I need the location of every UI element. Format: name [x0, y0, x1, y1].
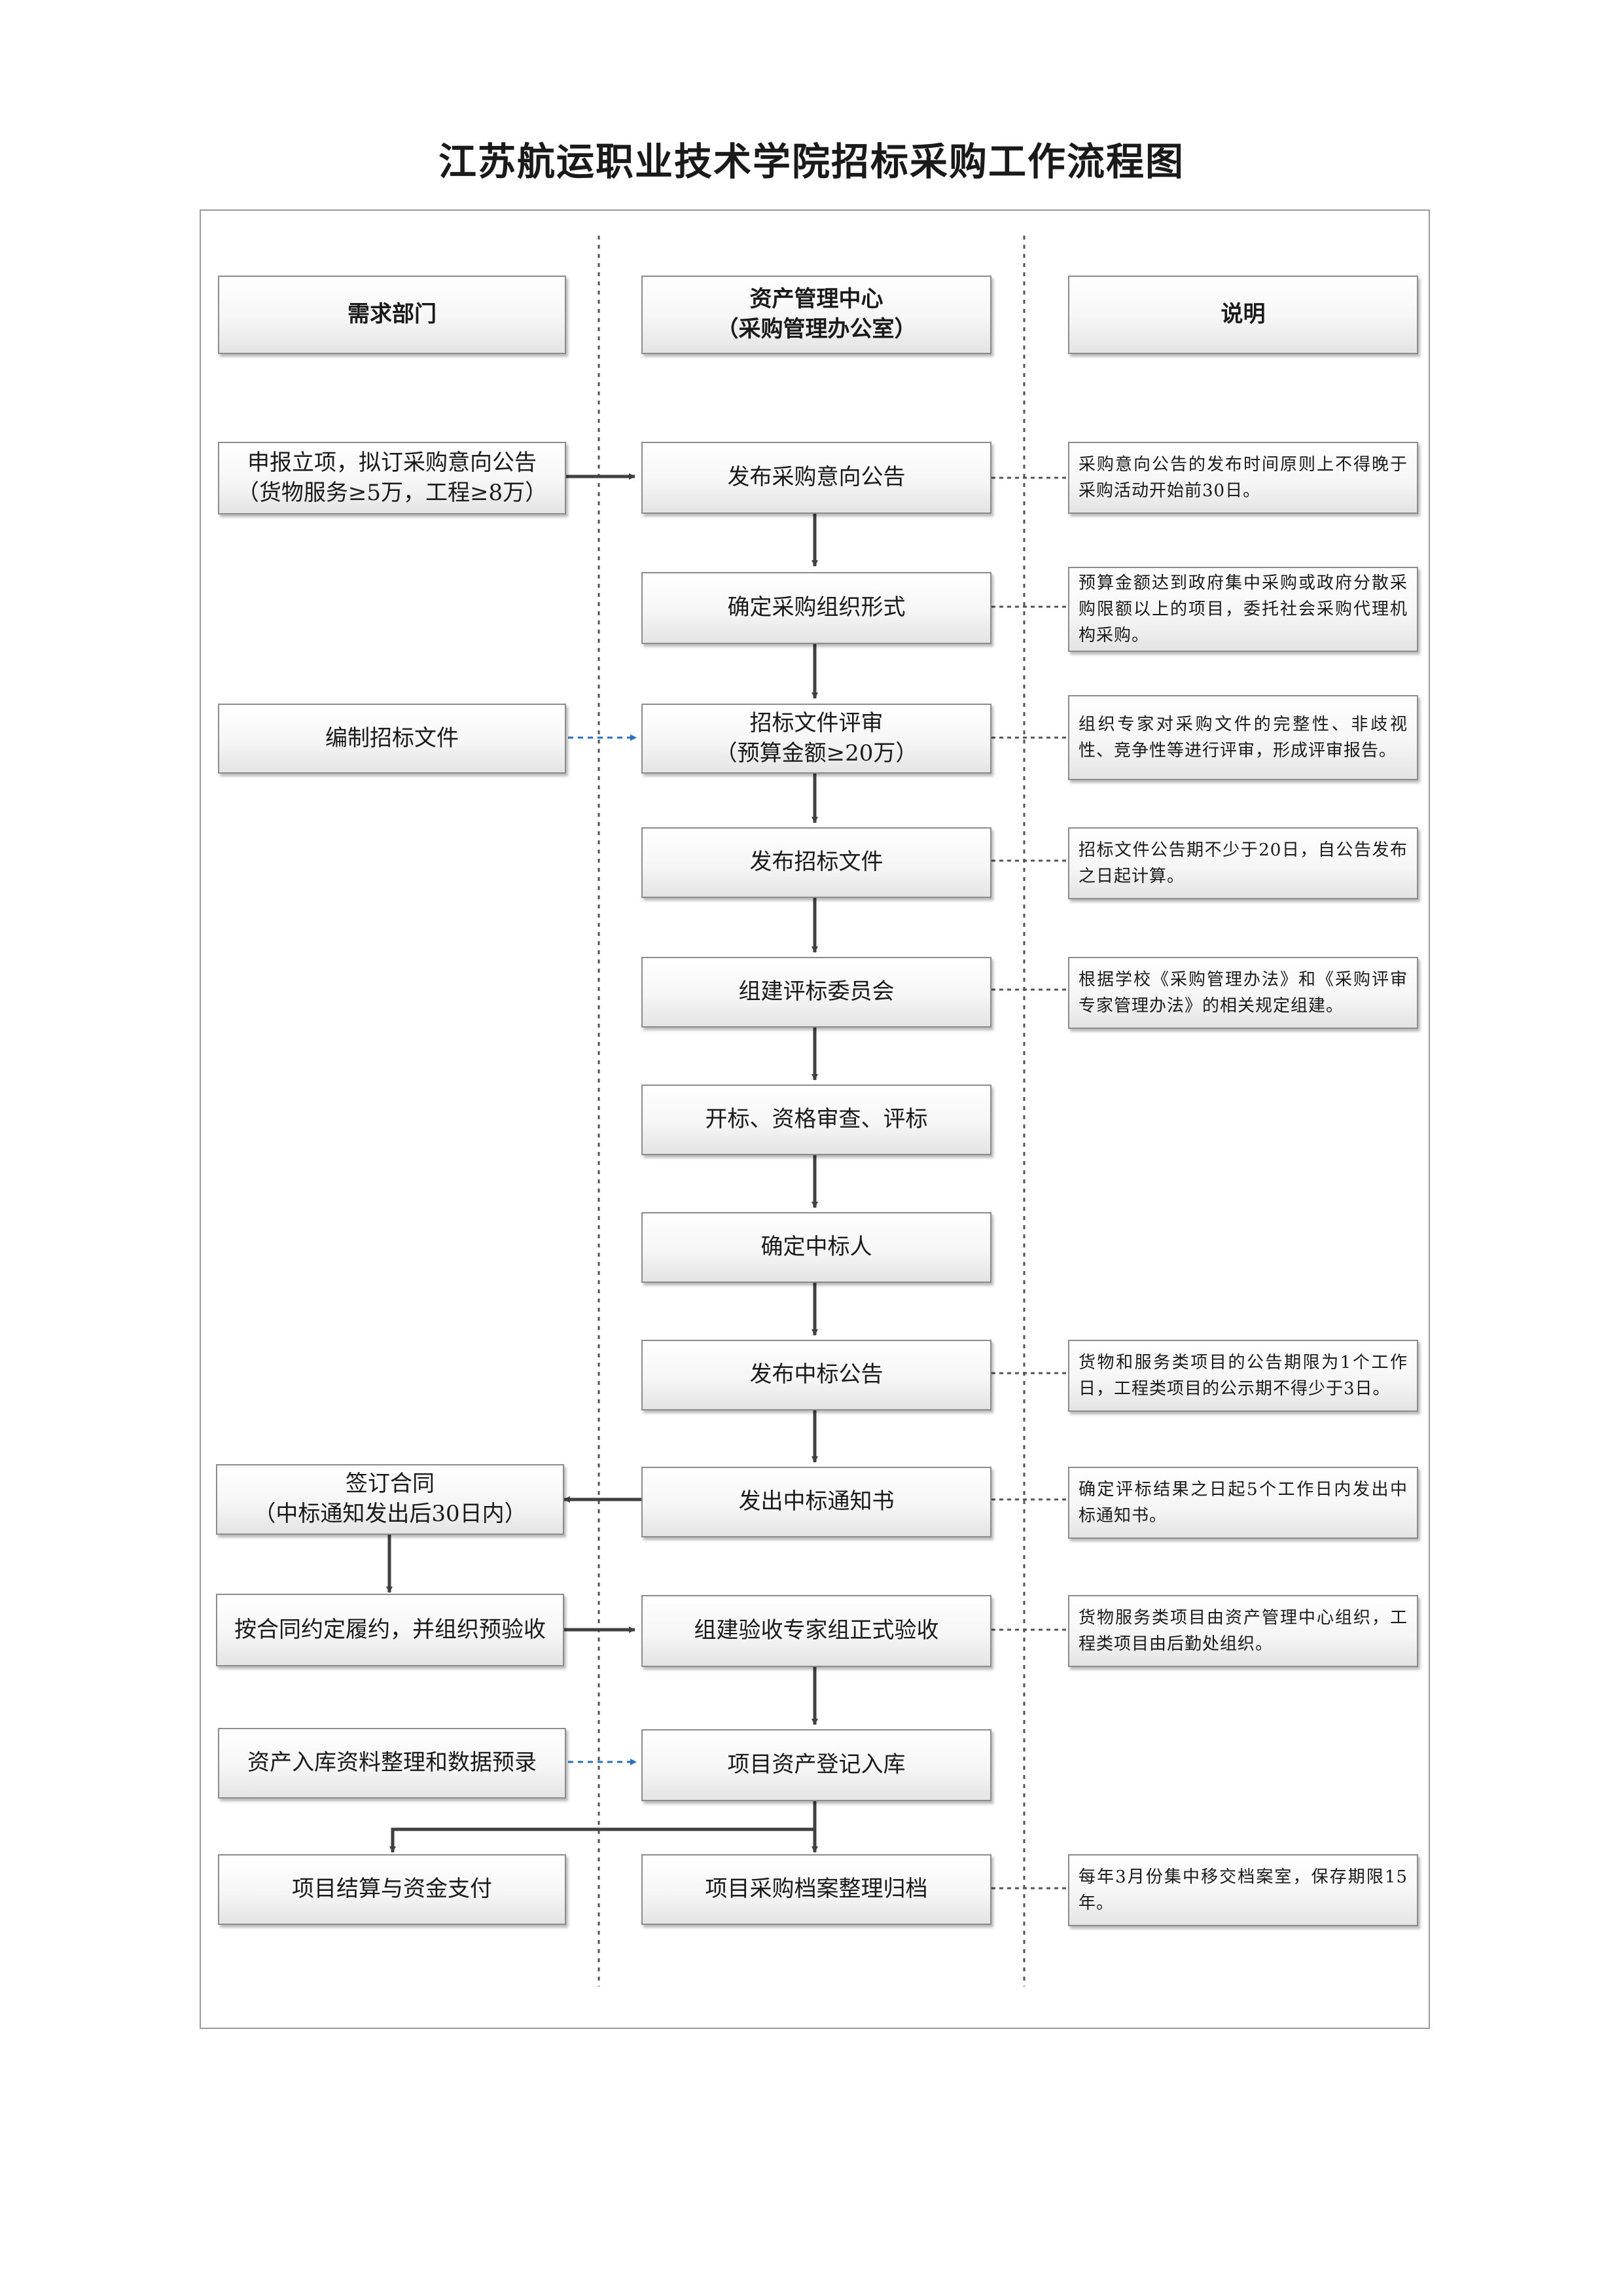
dept-draft-box: 编制招标文件	[218, 704, 566, 774]
note-accept: 货物服务类项目由资产管理中心组织，工程类项目由后勤处组织。	[1068, 1595, 1418, 1667]
center-publish-label: 发布招标文件	[749, 849, 883, 876]
center-review-box: 招标文件评审 （预算金额≥20万）	[641, 704, 991, 774]
note-committee: 根据学校《采购管理办法》和《采购评审专家管理办法》的相关规定组建。	[1068, 957, 1418, 1029]
note-committee-text: 根据学校《采购管理办法》和《采购评审专家管理办法》的相关规定组建。	[1079, 969, 1408, 1016]
note-intent-text: 采购意向公告的发布时间原则上不得晚于采购活动开始前30日。	[1079, 454, 1408, 501]
center-register-label: 项目资产登记入库	[727, 1751, 906, 1778]
note-publish-text: 招标文件公告期不少于20日，自公告发布之日起计算。	[1079, 840, 1408, 886]
center-announce-box: 发布中标公告	[641, 1340, 991, 1410]
center-notice-label: 发出中标通知书	[738, 1488, 895, 1515]
center-review-label: 招标文件评审 （预算金额≥20万）	[715, 709, 918, 766]
center-announce-label: 发布中标公告	[749, 1361, 883, 1388]
note-form-text: 预算金额达到政府集中采购或政府分散采购限额以上的项目，委托社会采购代理机构采购。	[1079, 573, 1408, 646]
flow-arrows	[386, 473, 818, 1853]
note-form: 预算金额达到政府集中采购或政府分散采购限额以上的项目，委托社会采购代理机构采购。	[1068, 567, 1418, 652]
note-review-text: 组织专家对采购文件的完整性、非歧视性、竞争性等进行评审，形成评审报告。	[1079, 714, 1408, 761]
note-intent: 采购意向公告的发布时间原则上不得晚于采购活动开始前30日。	[1068, 442, 1418, 514]
center-notice-box: 发出中标通知书	[641, 1467, 991, 1537]
center-committee-label: 组建评标委员会	[738, 978, 895, 1005]
diagram-frame	[200, 209, 1430, 2029]
center-form-box: 确定采购组织形式	[641, 572, 991, 644]
swimlane-dividers	[597, 236, 1026, 1986]
dept-sign-box: 签订合同 （中标通知发出后30日内）	[216, 1464, 564, 1535]
center-publish-box: 发布招标文件	[641, 827, 991, 898]
center-winner-label: 确定中标人	[760, 1234, 872, 1261]
header-center: 资产管理中心 （采购管理办公室）	[641, 276, 991, 354]
header-notes: 说明	[1068, 276, 1418, 354]
page-title: 江苏航运职业技术学院招标采购工作流程图	[438, 139, 1185, 184]
note-accept-text: 货物服务类项目由资产管理中心组织，工程类项目由后勤处组织。	[1079, 1607, 1408, 1654]
center-committee-box: 组建评标委员会	[641, 957, 991, 1028]
center-winner-box: 确定中标人	[641, 1212, 991, 1283]
arrow-register-to-settle	[389, 1827, 815, 1853]
note-archive-text: 每年3月份集中移交档案室，保存期限15年。	[1079, 1867, 1408, 1913]
dept-perform-label: 按合同约定履约，并组织预验收	[234, 1616, 546, 1643]
note-notice: 确定评标结果之日起5个工作日内发出中标通知书。	[1068, 1467, 1418, 1539]
note-announce-text: 货物和服务类项目的公告期限为1个工作日，工程类项目的公示期不得少于3日。	[1079, 1352, 1408, 1399]
dashed-arrows	[568, 734, 637, 1765]
note-review: 组织专家对采购文件的完整性、非歧视性、竞争性等进行评审，形成评审报告。	[1068, 695, 1418, 780]
dept-apply-label: 申报立项，拟订采购意向公告 （货物服务≥5万，工程≥8万）	[236, 449, 548, 506]
center-intent-label: 发布采购意向公告	[727, 464, 906, 491]
header-notes-label: 说明	[1221, 301, 1266, 328]
center-archive-box: 项目采购档案整理归档	[641, 1854, 991, 1925]
dept-apply-box: 申报立项，拟订采购意向公告 （货物服务≥5万，工程≥8万）	[218, 442, 566, 514]
header-dept: 需求部门	[218, 276, 566, 354]
center-evaluate-box: 开标、资格审查、评标	[641, 1085, 991, 1155]
note-notice-text: 确定评标结果之日起5个工作日内发出中标通知书。	[1079, 1479, 1408, 1526]
dept-draft-label: 编制招标文件	[325, 725, 459, 751]
center-intent-box: 发布采购意向公告	[641, 442, 991, 514]
center-form-label: 确定采购组织形式	[727, 594, 906, 621]
center-archive-label: 项目采购档案整理归档	[705, 1876, 928, 1903]
dept-settle-label: 项目结算与资金支付	[292, 1876, 492, 1903]
center-accept-label: 组建验收专家组正式验收	[694, 1617, 939, 1644]
note-announce: 货物和服务类项目的公告期限为1个工作日，工程类项目的公示期不得少于3日。	[1068, 1340, 1418, 1412]
dept-sign-label: 签订合同 （中标通知发出后30日内）	[253, 1471, 527, 1527]
note-archive: 每年3月份集中移交档案室，保存期限15年。	[1068, 1854, 1418, 1926]
note-links	[991, 476, 1068, 1890]
center-accept-box: 组建验收专家组正式验收	[641, 1595, 991, 1667]
header-dept-label: 需求部门	[348, 301, 437, 328]
dept-asset-data-box: 资产入库资料整理和数据预录	[218, 1728, 566, 1799]
note-publish: 招标文件公告期不少于20日，自公告发布之日起计算。	[1068, 827, 1418, 899]
dept-perform-box: 按合同约定履约，并组织预验收	[216, 1594, 564, 1666]
dept-asset-data-label: 资产入库资料整理和数据预录	[247, 1749, 537, 1776]
center-evaluate-label: 开标、资格审查、评标	[705, 1106, 928, 1133]
header-center-label: 资产管理中心 （采购管理办公室）	[716, 286, 917, 342]
dept-settle-box: 项目结算与资金支付	[218, 1854, 566, 1925]
center-register-box: 项目资产登记入库	[641, 1729, 991, 1801]
